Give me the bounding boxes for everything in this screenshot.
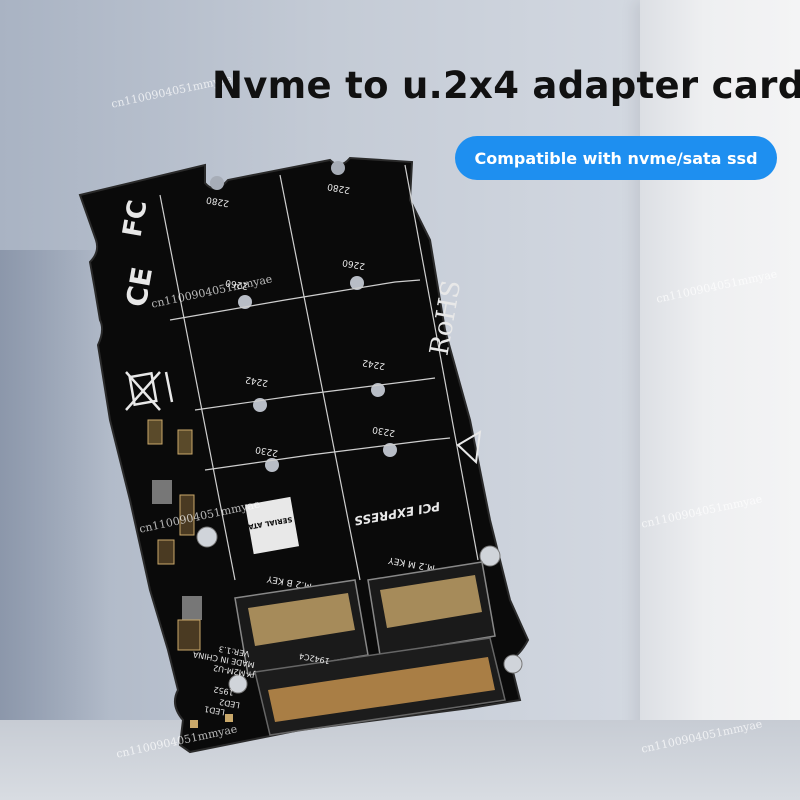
mount-hole — [479, 545, 501, 567]
board-led1: LED1 — [204, 704, 226, 716]
mount-hole — [238, 295, 252, 309]
headline: Nvme to u.2x4 adapter card — [212, 64, 800, 107]
mount-hole — [503, 654, 523, 674]
wall-shadow — [0, 250, 110, 750]
ce-logo: CE — [120, 265, 159, 310]
background-panel — [640, 0, 800, 800]
mount-hole — [228, 674, 248, 694]
sata-logo: SERIAL ATA — [245, 496, 300, 555]
mount-hole — [350, 276, 364, 290]
board-date: 1952 — [213, 685, 235, 697]
size-label-right-3: 2242 — [362, 357, 386, 371]
size-label-left-3: 2242 — [245, 374, 269, 388]
size-label-right-4: 2230 — [371, 424, 396, 438]
size-label-left-2: 2260 — [224, 277, 249, 291]
mount-hole — [210, 176, 224, 190]
size-label-right-2: 2260 — [341, 257, 366, 271]
fcc-logo: FC — [118, 198, 154, 239]
size-labels: 2280 2260 2242 2230 2280 2260 2242 2230 — [205, 181, 396, 458]
mount-hole — [331, 161, 345, 175]
mount-hole — [196, 526, 218, 548]
size-label-left-1: 2280 — [205, 194, 230, 208]
components — [147, 419, 233, 728]
mount-hole — [371, 383, 385, 397]
silkscreen-lines — [159, 164, 479, 581]
compatibility-badge: Compatible with nvme/sata ssd — [455, 136, 777, 180]
m2-socket-right — [367, 561, 496, 656]
size-label-right-1: 2280 — [326, 181, 351, 195]
mount-hole — [383, 443, 397, 457]
board-led2: LED2 — [219, 697, 241, 709]
floor — [0, 720, 800, 800]
esd-warning-icon — [456, 430, 482, 465]
weee-bin-icon — [125, 371, 174, 411]
size-label-left-4: 2230 — [254, 444, 279, 458]
u2-connector — [254, 637, 506, 736]
